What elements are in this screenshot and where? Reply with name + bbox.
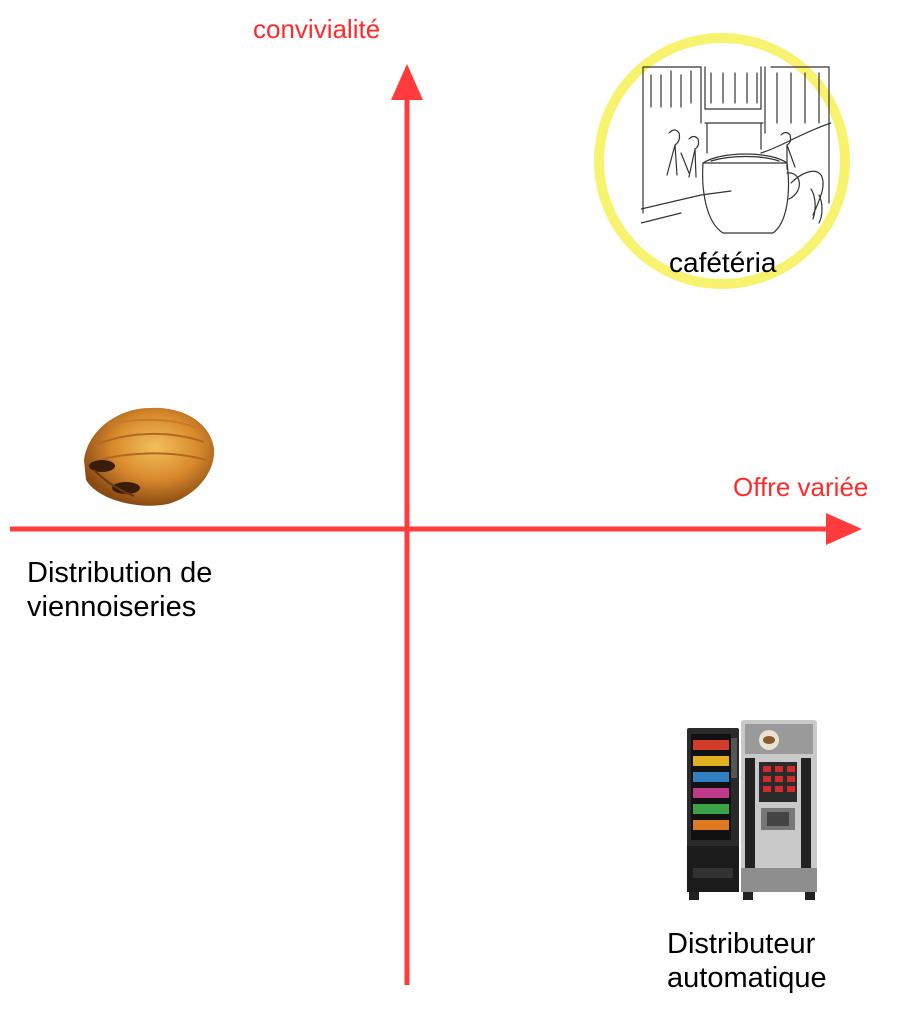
- pain-au-chocolat-icon: [84, 407, 215, 506]
- distributeur-label-line1: Distributeur: [667, 928, 816, 960]
- y-axis-label: convivialité: [253, 14, 381, 44]
- distributeur-label: Distributeur automatique: [667, 928, 827, 996]
- viennoiseries-label-line1: Distribution de: [27, 557, 213, 589]
- vending-machine-icon: [687, 720, 817, 900]
- cafeteria-highlight-circle: [594, 33, 850, 289]
- distributeur-label-line2: automatique: [667, 961, 827, 994]
- viennoiseries-label-line2: viennoiseries: [27, 590, 197, 623]
- x-axis-arrowhead: [826, 513, 862, 545]
- cafe-sketch-icon: [641, 66, 831, 234]
- y-axis-arrowhead: [391, 64, 423, 100]
- x-axis-label: Offre variée: [733, 472, 869, 502]
- cafeteria-label: cafétéria: [669, 247, 777, 278]
- viennoiseries-label: Distribution de viennoiseries: [27, 557, 212, 625]
